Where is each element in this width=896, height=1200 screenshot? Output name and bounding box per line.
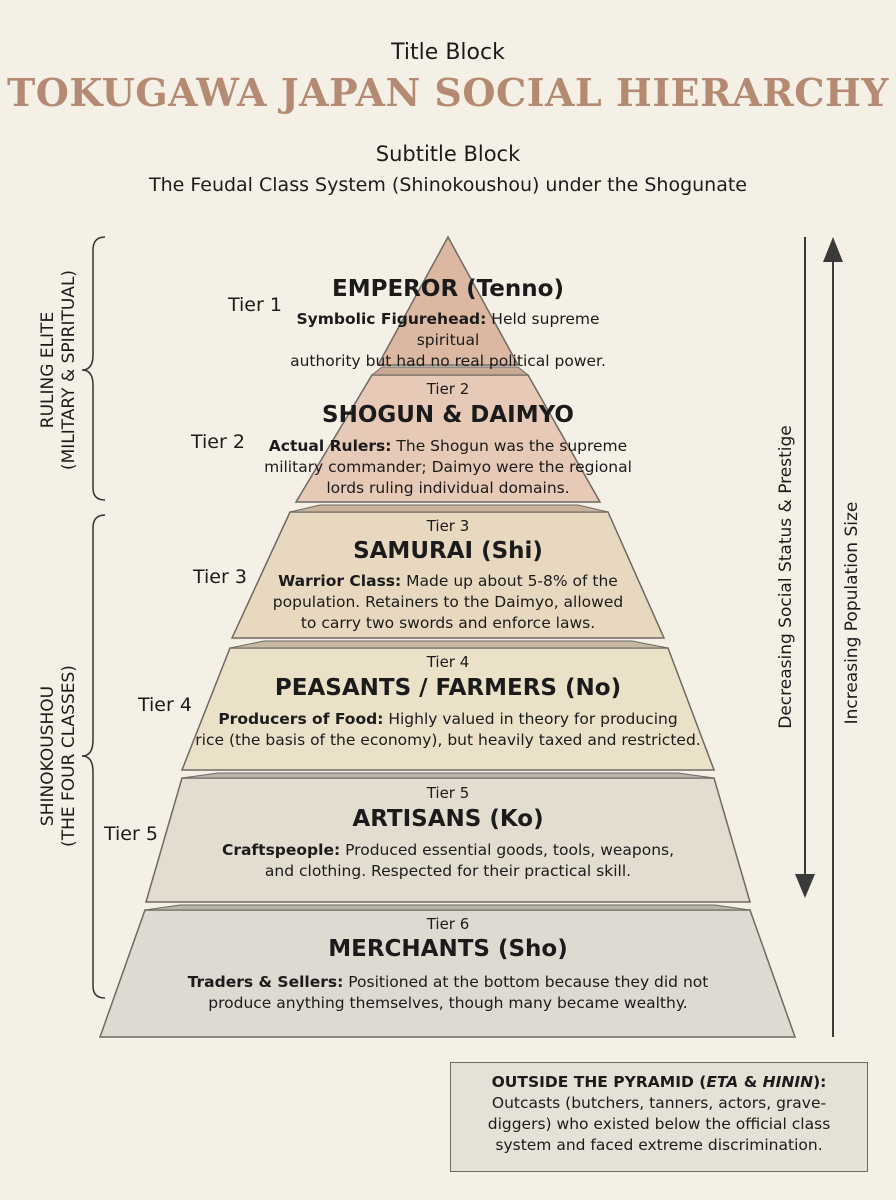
tier-2-desc-bold: Actual Rulers: (268, 437, 392, 455)
tier-2-inner-label: Tier 2 (426, 380, 470, 398)
outside-title-eta: ETA (706, 1073, 739, 1091)
tier-5-desc-line: and clothing. Respected for their practi… (264, 862, 632, 880)
tier-2-name: SHOGUN & DAIMYO (322, 402, 574, 428)
tier-2-desc-line: The Shogun was the supreme (391, 437, 628, 455)
tier-2-side-label: Tier 2 (191, 431, 245, 453)
outside-title-mid: & (738, 1073, 763, 1091)
shinokoushou-bracket (81, 514, 106, 999)
page-title: TOKUGAWA JAPAN SOCIAL HIERARCHY (7, 70, 889, 115)
tier-5-desc-bold: Craftspeople: (221, 841, 341, 859)
tier-4-desc-bold: Producers of Food: (218, 710, 384, 728)
tier-4-inner-label: Tier 4 (426, 653, 470, 671)
tier-6-inner-label: Tier 6 (426, 915, 470, 933)
ruling-elite-group-label: RULING ELITE (MILITARY & SPIRITUAL) (38, 240, 82, 500)
tier-1-name: EMPEROR (Tenno) (332, 276, 564, 302)
tier-3-description: Warrior Class: Made up about 5-8% of the… (238, 571, 658, 634)
tier-1-side-label: Tier 1 (228, 294, 282, 316)
title-block-label: Title Block (391, 40, 505, 65)
shinokoushou-subtitle: (THE FOUR CLASSES) (59, 665, 79, 847)
tier-5-inner-label: Tier 5 (426, 784, 470, 802)
status-arrow-head (795, 874, 815, 898)
tier-6-edge (144, 904, 751, 911)
outside-pyramid-title: OUTSIDE THE PYRAMID (ETA & HININ): (451, 1072, 867, 1093)
tier-3-desc-line: population. Retainers to the Daimyo, all… (272, 593, 624, 611)
tier-1-desc-line: authority but had no real political powe… (290, 352, 606, 370)
tier-4-desc-line: Highly valued in theory for producing (383, 710, 678, 728)
ruling-elite-bracket (81, 236, 106, 501)
tier-5-desc-line: Produced essential goods, tools, weapons… (340, 841, 675, 859)
tier-1-description: Symbolic Figurehead: Held supreme spirit… (268, 309, 628, 372)
tier-4-side-label: Tier 4 (138, 694, 192, 716)
outside-pyramid-line: Outcasts (butchers, tanners, actors, gra… (491, 1094, 827, 1112)
tier-3-desc-bold: Warrior Class: (278, 572, 402, 590)
shinokoushou-title: SHINOKOUSHOU (38, 685, 58, 827)
tier-4-edge (229, 640, 669, 649)
tier-1-desc-bold: Symbolic Figurehead: (296, 310, 487, 328)
page-subtitle: The Feudal Class System (Shinokoushou) u… (148, 174, 747, 196)
population-arrow-head (823, 237, 843, 262)
outside-title-hinin: HININ (762, 1073, 814, 1091)
tier-5-edge (181, 772, 715, 779)
subtitle-block-label: Subtitle Block (375, 142, 521, 166)
outside-pyramid-line: diggers) who existed below the official … (487, 1115, 831, 1133)
ruling-elite-subtitle: (MILITARY & SPIRITUAL) (59, 269, 79, 471)
tier-1-shape (376, 235, 520, 366)
population-axis-label: Increasing Population Size (842, 501, 862, 725)
tier-1-desc-line: Held supreme spiritual (416, 310, 600, 349)
ruling-elite-title: RULING ELITE (38, 311, 58, 429)
tier-5-name: ARTISANS (Ko) (352, 806, 544, 832)
tier-3-desc-line: Made up about 5-8% of the (401, 572, 618, 590)
tier-2-desc-line: lords ruling individual domains. (326, 479, 570, 497)
status-axis-label: Decreasing Social Status & Prestige (776, 425, 796, 729)
tier-6-desc-line: produce anything themselves, though many… (208, 994, 688, 1012)
outside-title-pre: OUTSIDE THE PYRAMID ( (491, 1073, 707, 1091)
tier-2-desc-line: military commander; Daimyo were the regi… (264, 458, 632, 476)
tier-5-description: Craftspeople: Produced essential goods, … (188, 840, 708, 882)
tier-6-desc-line: Positioned at the bottom because they di… (343, 973, 709, 991)
tier-4-description: Producers of Food: Highly valued in theo… (188, 709, 708, 751)
tier-3-edge (289, 504, 609, 513)
tier-2-edge (370, 366, 530, 376)
outside-title-post: ): (813, 1073, 827, 1091)
tier-3-side-label: Tier 3 (193, 566, 247, 588)
tier-4-desc-line: rice (the basis of the economy), but hea… (195, 731, 701, 749)
tier-3-desc-line: to carry two swords and enforce laws. (300, 614, 596, 632)
tier-3-name: SAMURAI (Shi) (353, 538, 543, 564)
tier-4-name: PEASANTS / FARMERS (No) (274, 675, 622, 701)
tier-2-description: Actual Rulers: The Shogun was the suprem… (243, 436, 653, 499)
shinokoushou-group-label: SHINOKOUSHOU (THE FOUR CLASSES) (38, 626, 82, 886)
tier-5-side-label: Tier 5 (104, 823, 158, 845)
tier-6-name: MERCHANTS (Sho) (328, 936, 568, 962)
tier-6-desc-bold: Traders & Sellers: (187, 973, 344, 991)
tier-6-description: Traders & Sellers: Positioned at the bot… (148, 972, 748, 1014)
outside-pyramid-box: OUTSIDE THE PYRAMID (ETA & HININ): Outca… (450, 1062, 868, 1172)
outside-pyramid-line: system and faced extreme discrimination. (495, 1136, 823, 1154)
tier-3-inner-label: Tier 3 (426, 517, 470, 535)
